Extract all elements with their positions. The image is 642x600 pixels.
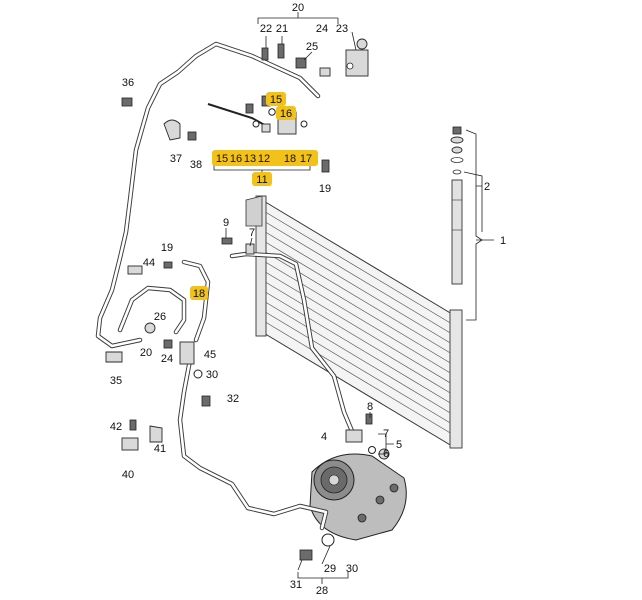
label-40: 40 [122, 469, 134, 481]
label-31: 31 [290, 579, 302, 591]
label-11: 11 [256, 174, 267, 186]
label-28: 28 [316, 585, 328, 597]
part-labels: 1 2 4 5 6 7 7 8 9 15 16 15 16 13 12 18 1… [110, 2, 506, 597]
label-12: 12 [258, 153, 270, 165]
label-16-top: 16 [280, 108, 292, 120]
label-15-top: 15 [270, 94, 282, 106]
label-29: 29 [324, 563, 336, 575]
label-2: 2 [484, 181, 490, 193]
label-30-bottom: 30 [346, 563, 358, 575]
label-5: 5 [396, 439, 402, 451]
label-20-top: 20 [292, 2, 304, 14]
label-16: 16 [230, 153, 242, 165]
dryer-cartridge [450, 126, 464, 285]
label-19-top: 19 [319, 183, 331, 195]
label-22: 22 [260, 23, 272, 35]
label-36: 36 [122, 77, 134, 89]
label-21: 21 [276, 23, 288, 35]
label-19-left: 19 [161, 242, 173, 254]
label-32: 32 [227, 393, 239, 405]
label-38: 38 [190, 159, 202, 171]
label-41: 41 [154, 443, 166, 455]
label-7-lower: 7 [383, 428, 389, 440]
label-23: 23 [336, 23, 348, 35]
label-30-mid: 30 [206, 369, 218, 381]
label-6: 6 [383, 448, 389, 460]
label-7-upper: 7 [249, 227, 255, 239]
label-13: 13 [244, 153, 256, 165]
label-17: 17 [300, 153, 312, 165]
label-9: 9 [223, 217, 229, 229]
label-42: 42 [110, 421, 122, 433]
label-25: 25 [306, 41, 318, 53]
label-15: 15 [216, 153, 228, 165]
label-4: 4 [321, 431, 327, 443]
label-44: 44 [143, 257, 155, 269]
condenser [245, 195, 463, 449]
label-1: 1 [500, 235, 506, 247]
label-35: 35 [110, 375, 122, 387]
label-18-top: 18 [284, 153, 296, 165]
label-8: 8 [367, 401, 373, 413]
label-37: 37 [170, 153, 182, 165]
label-26: 26 [154, 311, 166, 323]
label-18-left: 18 [193, 288, 205, 300]
label-45: 45 [204, 349, 216, 361]
ac-compressor [309, 448, 407, 541]
refrigerant-lines [95, 41, 357, 531]
label-24-left: 24 [161, 353, 173, 365]
label-20-left: 20 [140, 347, 152, 359]
label-24-top: 24 [316, 23, 328, 35]
